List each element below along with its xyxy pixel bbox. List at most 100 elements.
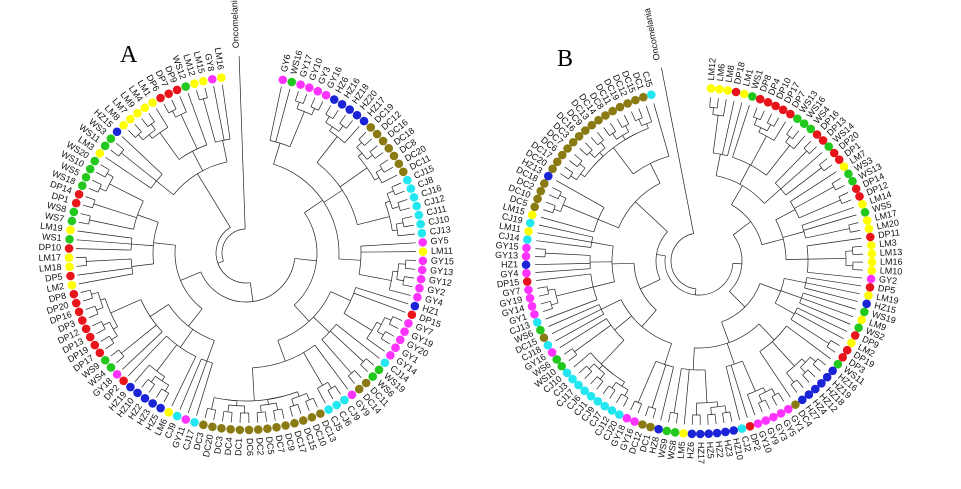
branch [296,102,300,109]
branch [730,365,748,418]
leaf-dot [763,98,773,107]
branch [803,140,812,149]
branch [588,363,595,370]
branch [213,410,216,420]
leaf-dot [235,425,245,435]
branch [817,358,826,366]
leaf-dot [562,368,572,378]
branch [294,258,317,262]
branch [598,219,619,229]
branch [357,216,390,226]
branch [732,221,751,236]
leaf-dot [630,417,639,426]
branch [297,391,300,397]
leaf-dot [797,395,807,405]
leaf-dot [532,318,542,327]
branch [754,118,758,125]
branch [807,271,863,279]
branch [535,263,591,265]
leaf-dot [190,418,199,427]
branch [402,284,413,288]
branch [389,316,394,325]
branch [321,324,337,340]
branch [778,392,784,402]
branch [807,369,816,378]
branch [103,321,110,326]
branch [398,233,415,237]
leaf-dot [530,202,540,212]
leaf-dot [78,316,87,325]
branch [338,258,361,261]
branch [400,207,411,211]
branch [538,224,593,238]
branch [589,152,595,158]
leaf-dot [81,172,91,182]
branch [593,281,615,288]
branch [289,406,293,417]
branch [391,182,402,188]
branch [576,167,586,180]
branch [105,342,115,350]
branch [761,238,784,245]
branch [295,100,304,104]
branch [625,125,630,133]
branch [156,180,174,196]
leaf-dot [533,194,542,204]
leaf-label: LM2 [46,281,65,294]
branch [732,262,742,265]
leaf-dot [389,151,399,161]
leaf-dot [345,105,354,114]
branch [790,384,798,393]
branch [128,130,136,138]
leaf-dot [729,426,739,435]
leaf-dot [679,429,688,438]
leaf-dot [416,219,425,229]
leaf-dot [574,131,584,141]
branch [555,180,605,208]
branch [790,319,830,344]
branch [355,287,409,305]
branch [826,340,832,347]
leaf-dot [217,73,226,83]
leaf-dot [563,144,572,153]
leaf-dot [593,397,603,406]
branch [200,258,296,303]
branch [651,364,667,408]
branch [325,105,332,115]
branch [78,273,133,285]
branch [797,307,848,332]
leaf-label: HZ1 [421,303,440,318]
branch [80,289,91,293]
branch [325,116,330,123]
leaf-label: DC4 [223,437,235,456]
leaf-markers [64,73,428,435]
branch [396,222,404,225]
branch [334,385,341,395]
leaf-dot [854,323,863,333]
branch [830,340,840,346]
branch [381,174,398,184]
leaf-dot [851,184,861,194]
root-arc [221,228,246,262]
branch [386,190,394,194]
leaf-dot [418,256,428,266]
branch [762,387,766,393]
branch [652,408,657,419]
branch [611,382,617,389]
leaf-dot [359,116,369,126]
branch [391,186,396,195]
branch [773,121,786,141]
branch [327,382,332,389]
leaf-dot [354,384,364,394]
branch [356,142,362,148]
leaf-dot [723,86,733,95]
branch [803,292,856,310]
branch [726,343,735,365]
branch [346,120,353,129]
branch [727,102,743,156]
branch [171,99,177,110]
branch [147,121,155,127]
branch [197,173,231,228]
leaf-label: GY2 [426,284,446,297]
